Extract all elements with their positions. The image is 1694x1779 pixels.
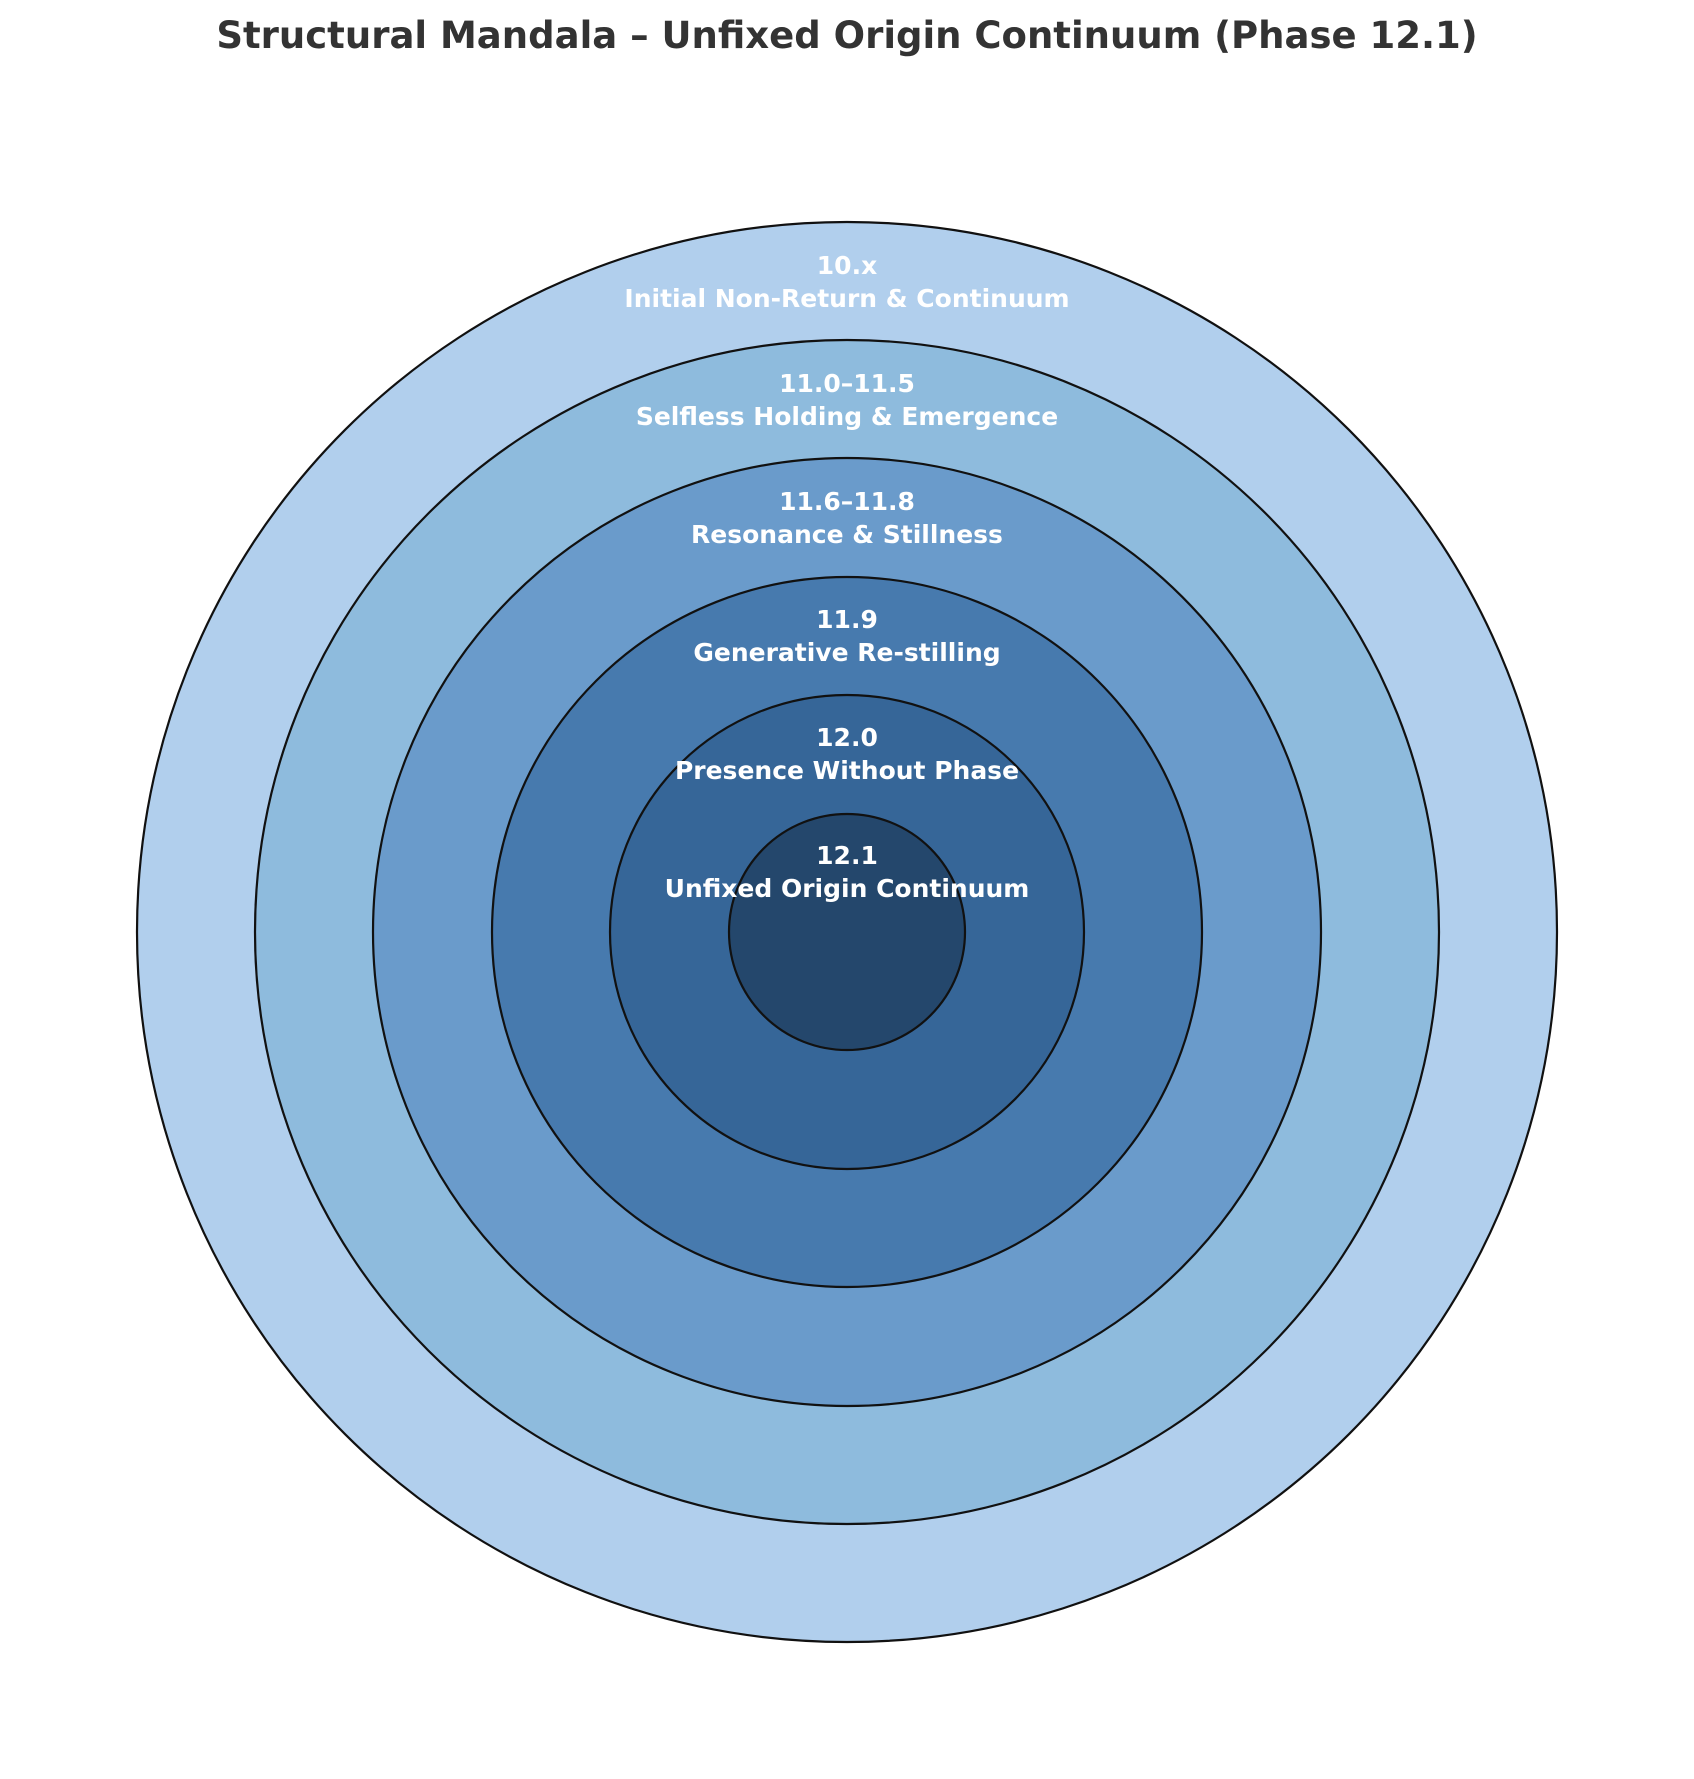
ring-labels: 10.x Initial Non-Return & Continuum 11.0… [624,251,1069,903]
ring-code-11-6-11-8: 11.6–11.8 [779,487,915,516]
ring-code-11-9: 11.9 [816,605,878,634]
ring-label-11-9: Generative Re-stilling [693,638,1000,667]
ring-code-12-1: 12.1 [816,841,878,870]
diagram-title: Structural Mandala – Unfixed Origin Cont… [216,14,1477,57]
ring-code-12-0: 12.0 [816,723,878,752]
ring-12-1 [727,812,967,1052]
ring-label-11-6-11-8: Resonance & Stillness [691,520,1003,549]
ring-label-10x: Initial Non-Return & Continuum [624,284,1069,313]
ring-label-11-0-11-5: Selfless Holding & Emergence [636,402,1058,431]
ring-group [135,220,1559,1644]
ring-code-10x: 10.x [817,251,877,280]
ring-code-11-0-11-5: 11.0–11.5 [779,369,915,398]
ring-label-12-0: Presence Without Phase [675,756,1019,785]
ring-label-12-1: Unfixed Origin Continuum [665,874,1030,903]
